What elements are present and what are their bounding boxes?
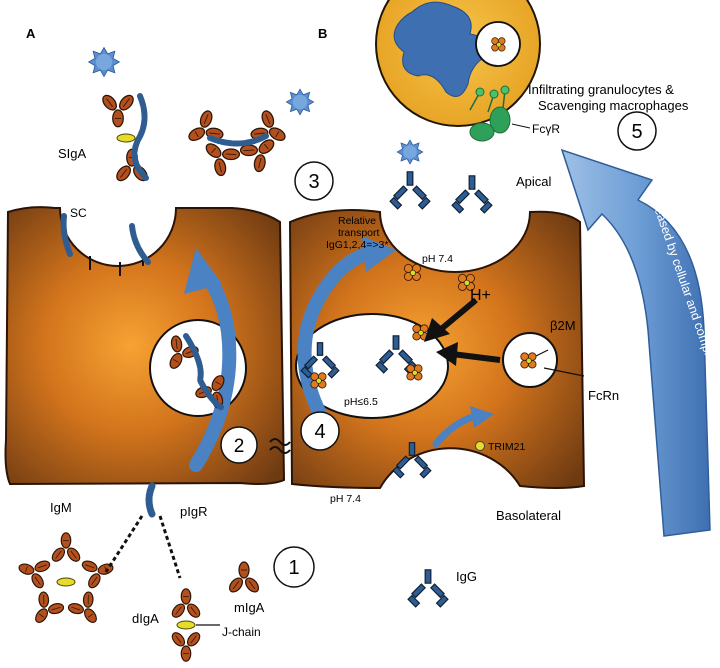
label-basolateral: Basolateral [496,508,561,523]
step-4: 4 [300,411,340,451]
pigr-receptor [145,482,156,518]
label-igg: IgG [456,569,477,584]
vesicle-pigr [183,333,225,411]
label-b2m: β2M [550,318,576,333]
label-ph-basal: pH 7.4 [330,493,361,505]
igm-unit-2 [78,550,119,593]
siga2-secretory-component [207,133,269,147]
siga-secretory-component [131,93,149,181]
endosome-right [295,313,449,419]
step-5: 5 [617,111,657,151]
label-siga: SIgA [58,146,87,161]
step-4-label: 4 [314,421,325,443]
step-1: 1 [273,546,315,588]
fcrn-free [520,352,537,369]
antigen-apical [396,139,424,165]
antigen-right [285,88,315,116]
label-miga: mIgA [234,600,265,615]
label-relative: Relative [338,215,376,227]
phagosome-fcrn [491,37,506,52]
trim-arrowhead [470,406,494,428]
igg-apical-2 [451,175,493,214]
step-5-label: 5 [631,121,642,143]
label-trim21: TRIM21 [488,441,526,453]
phagocytosed-material [393,1,487,97]
label-apical: Apical [516,174,552,189]
label-infiltrating: Infiltrating granulocytes & [528,82,674,97]
label-fcgr: FcγR [532,122,560,136]
label-pigr: pIgR [180,504,207,519]
label-hplus: H+ [470,287,491,304]
panel-label-b: B [318,26,327,41]
diga-unit-bottom [169,629,203,662]
legend-igg [407,569,449,608]
transport-arrow-right [297,245,379,439]
fcrn-endo-3 [406,364,423,381]
proton-arrow-1 [424,297,478,342]
igm-unit-5 [13,550,54,593]
label-jchain: J-chain [222,625,261,639]
diga-jchain [176,620,196,630]
igg-apical-1 [389,171,431,210]
igm-unit-1 [49,532,83,565]
siga-jchain [116,133,136,143]
igm-unit-4 [23,586,69,632]
transport-arrowhead-right [362,236,396,272]
pigr-link-igm [104,515,144,573]
transcytosis-arrowhead-left [184,248,222,294]
step-2: 2 [220,426,258,464]
step-3: 3 [294,161,334,201]
fcgr-receptor [469,85,531,142]
sc-fragment-1 [60,213,73,257]
siga-igg-unit-top [99,92,137,128]
label-igg-subclasses: IgG1,2,4=>3* [326,239,388,251]
siga2-unit-1 [179,105,229,155]
label-ph-apical: pH 7.4 [422,253,453,265]
diga-unit-top [169,588,203,621]
antigen-left [88,47,120,77]
label-scavenging: Scavenging macrophages [538,98,689,113]
fcrn-pointer [543,367,585,377]
label-fcrn: FcRn [588,388,619,403]
igm-jchain [56,577,76,587]
label-ph-endo: pH≤6.5 [344,396,378,408]
igm-unit-3 [63,586,109,632]
sc-fragment-2 [129,223,151,265]
proton-arrow-2 [436,342,501,366]
fcrn-endo-1 [310,372,327,389]
panel-label-a: A [26,26,36,41]
label-transport: transport [338,227,380,239]
fcrn-apical-1 [403,263,421,281]
label-sc: SC [70,206,87,220]
recruitment-arrow [560,148,711,537]
step-3-label: 3 [308,171,319,193]
step-2-label: 2 [234,436,245,457]
tight-junction [269,438,291,454]
step-1-label: 1 [288,557,299,579]
pigr-link-diga [158,515,182,579]
label-igm: IgM [50,500,72,515]
label-diga: dIgA [132,611,159,626]
b2m-pointer [535,349,549,357]
antibody-molecules [13,37,537,662]
miga-unit [226,561,262,595]
trim21-dot [475,441,485,451]
